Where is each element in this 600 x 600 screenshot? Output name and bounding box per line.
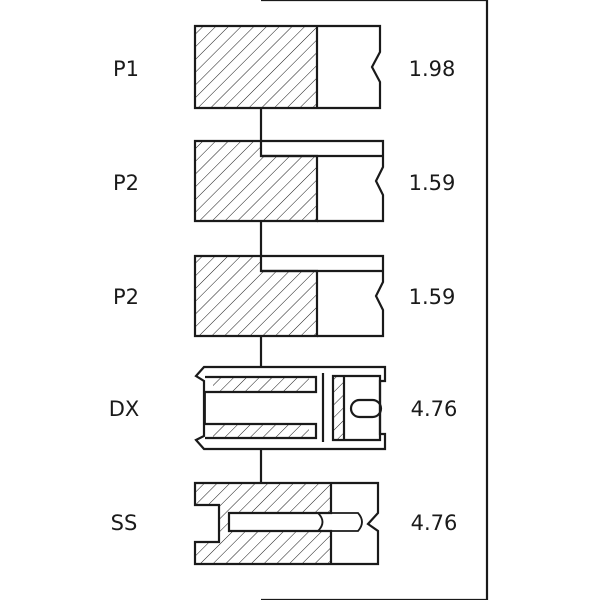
ring-ss-section — [193, 481, 380, 566]
ring-name-ss: SS — [111, 511, 138, 535]
ring-name-p2-2: P2 — [113, 285, 139, 309]
ring-value-p2-1: 1.59 — [409, 171, 456, 195]
piston-wall — [261, 0, 489, 600]
ring-value-ss: 4.76 — [411, 511, 458, 535]
ring-name-dx: DX — [109, 397, 140, 421]
ring-p1-section — [193, 24, 382, 110]
ring-name-p2-1: P2 — [113, 171, 139, 195]
ring-value-p2-2: 1.59 — [409, 285, 456, 309]
ring-dx-section — [194, 365, 387, 451]
ring-p2-section-1 — [193, 139, 385, 223]
ring-value-dx: 4.76 — [411, 397, 458, 421]
ring-name-p1: P1 — [113, 57, 139, 81]
ring-p2-section-2 — [193, 254, 385, 338]
ring-value-p1: 1.98 — [409, 57, 456, 81]
